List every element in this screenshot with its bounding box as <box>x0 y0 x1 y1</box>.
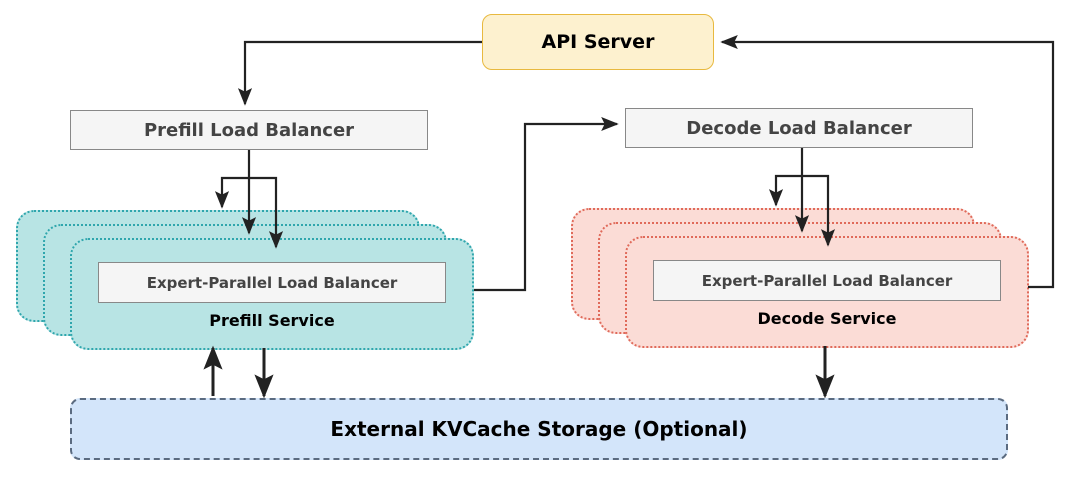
decode-expert-parallel-load-balancer-label: Expert-Parallel Load Balancer <box>701 271 953 290</box>
prefill-service-label: Prefill Service <box>209 311 335 330</box>
decode-service-stack[interactable]: Expert-Parallel Load Balancer Decode Ser… <box>571 208 1029 348</box>
prefill-service-stack[interactable]: Expert-Parallel Load Balancer Prefill Se… <box>16 210 474 350</box>
prefill-expert-parallel-load-balancer-label: Expert-Parallel Load Balancer <box>146 273 398 292</box>
kvcache-storage-node[interactable]: External KVCache Storage (Optional) <box>70 398 1008 460</box>
decode-service-label: Decode Service <box>757 309 897 328</box>
decode-expert-parallel-load-balancer-box[interactable]: Expert-Parallel Load Balancer <box>653 260 1001 301</box>
api-server-label: API Server <box>541 31 655 53</box>
kvcache-storage-label: External KVCache Storage (Optional) <box>330 417 748 441</box>
prefill-load-balancer-node[interactable]: Prefill Load Balancer <box>70 110 428 150</box>
decode-service-content: Expert-Parallel Load Balancer Decode Ser… <box>625 236 1029 348</box>
api-server-node[interactable]: API Server <box>482 14 714 70</box>
prefill-load-balancer-label: Prefill Load Balancer <box>143 119 355 141</box>
edge-api-to-prefill-lb <box>237 40 482 106</box>
decode-load-balancer-label: Decode Load Balancer <box>686 117 912 139</box>
prefill-expert-parallel-load-balancer-box[interactable]: Expert-Parallel Load Balancer <box>98 262 446 303</box>
decode-load-balancer-node[interactable]: Decode Load Balancer <box>625 108 973 148</box>
prefill-service-content: Expert-Parallel Load Balancer Prefill Se… <box>70 238 474 350</box>
